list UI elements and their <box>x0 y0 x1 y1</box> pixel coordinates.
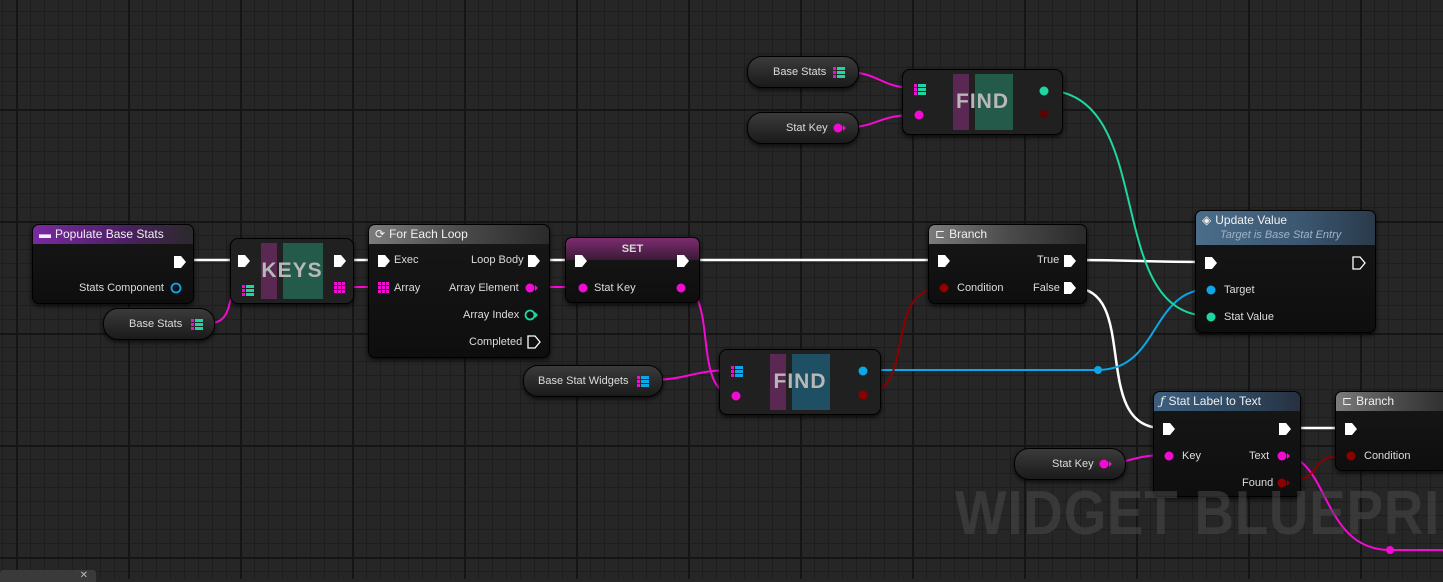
integer-wire <box>1042 89 1211 317</box>
map-pin[interactable] <box>190 317 204 331</box>
for-each-loop-node[interactable]: ⟳For Each Loop Exec Array Loop Body Arra… <box>368 224 550 358</box>
exec-out-pin[interactable] <box>173 255 187 269</box>
keys-node[interactable]: KEYS <box>230 238 354 304</box>
boolean-in-pin[interactable] <box>937 281 951 295</box>
branch-node[interactable]: ⊏Branch Condition True False <box>928 224 1087 304</box>
string-in-pin[interactable] <box>576 281 590 295</box>
string-in-pin[interactable] <box>912 108 926 122</box>
map-pin[interactable] <box>636 374 650 388</box>
exec-out-pin[interactable] <box>676 254 690 268</box>
close-icon[interactable]: ✕ <box>79 570 88 581</box>
array-out-pin[interactable] <box>333 281 347 295</box>
integer-out-pin[interactable] <box>524 308 538 322</box>
loop-icon: ⟳ <box>375 227 386 241</box>
reroute-dot <box>1094 366 1102 374</box>
variable-base-stats[interactable]: Base Stats <box>747 56 859 88</box>
update-value-node[interactable]: ◈Update Value Target is Base Stat Entry … <box>1195 210 1376 333</box>
exec-in-pin[interactable] <box>237 254 251 268</box>
exec-in-pin[interactable] <box>574 254 588 268</box>
string-pin[interactable] <box>832 121 846 135</box>
exec-out-pin[interactable] <box>1352 256 1366 270</box>
map-in-pin[interactable] <box>913 82 927 96</box>
text-out-pin[interactable] <box>1276 449 1290 463</box>
object-out-pin[interactable] <box>169 281 183 295</box>
boolean-out-pin[interactable] <box>1037 107 1051 121</box>
variable-base-stats[interactable]: Base Stats <box>103 308 215 340</box>
reroute-dot <box>1386 546 1394 554</box>
exec-in-pin[interactable] <box>937 254 951 268</box>
array-in-pin[interactable] <box>377 281 391 295</box>
boolean-in-pin[interactable] <box>1344 449 1358 463</box>
exec-out-pin[interactable] <box>527 254 541 268</box>
exec-in-pin[interactable] <box>377 254 391 268</box>
message-icon: ◈ <box>1202 213 1212 227</box>
map-pin[interactable] <box>832 65 846 79</box>
widget-blueprint-watermark: WIDGET BLUEPRINT <box>955 479 1443 548</box>
exec-wire <box>1073 286 1163 430</box>
boolean-out-pin[interactable] <box>1276 476 1290 490</box>
exec-in-pin[interactable] <box>1162 422 1176 436</box>
branch-icon: ⊏ <box>935 227 946 241</box>
exec-out-pin-false[interactable] <box>1063 281 1077 295</box>
find-node-stats[interactable]: FIND <box>902 69 1063 135</box>
exec-out-pin[interactable] <box>1278 422 1292 436</box>
branch-node-right[interactable]: ⊏Branch Condition <box>1335 391 1443 471</box>
exec-out-pin[interactable] <box>333 254 347 268</box>
string-in-pin[interactable] <box>729 389 743 403</box>
string-out-pin[interactable] <box>524 281 538 295</box>
exec-in-pin[interactable] <box>1204 256 1218 270</box>
exec-in-pin[interactable] <box>1344 422 1358 436</box>
object-wire <box>861 288 1211 371</box>
event-icon: ▬ <box>39 227 51 241</box>
variable-base-stat-widgets[interactable]: Base Stat Widgets <box>523 365 663 397</box>
event-node-populate-base-stats[interactable]: ▬Populate Base Stats Stats Component <box>32 224 194 304</box>
string-pin[interactable] <box>1098 457 1112 471</box>
set-node[interactable]: SET Stat Key <box>565 237 700 303</box>
find-node-widgets[interactable]: FIND <box>719 349 881 415</box>
variable-stat-key[interactable]: Stat Key <box>1014 448 1126 480</box>
exec-wire <box>1073 258 1205 264</box>
string-in-pin[interactable] <box>1162 449 1176 463</box>
object-out-pin[interactable] <box>856 364 870 378</box>
string-out-pin[interactable] <box>674 281 688 295</box>
map-in-pin[interactable] <box>241 283 255 297</box>
bottom-tab[interactable]: ✕ <box>0 570 96 582</box>
integer-out-pin[interactable] <box>1037 84 1051 98</box>
integer-in-pin[interactable] <box>1204 310 1218 324</box>
map-in-pin[interactable] <box>730 364 744 378</box>
pin-label: Stats Component <box>79 282 164 294</box>
exec-out-pin[interactable] <box>527 335 541 349</box>
variable-stat-key[interactable]: Stat Key <box>747 112 859 144</box>
exec-out-pin-true[interactable] <box>1063 254 1077 268</box>
branch-icon: ⊏ <box>1342 394 1353 408</box>
object-in-pin[interactable] <box>1204 283 1218 297</box>
function-icon: ƒ <box>1160 394 1165 408</box>
boolean-out-pin[interactable] <box>856 388 870 402</box>
